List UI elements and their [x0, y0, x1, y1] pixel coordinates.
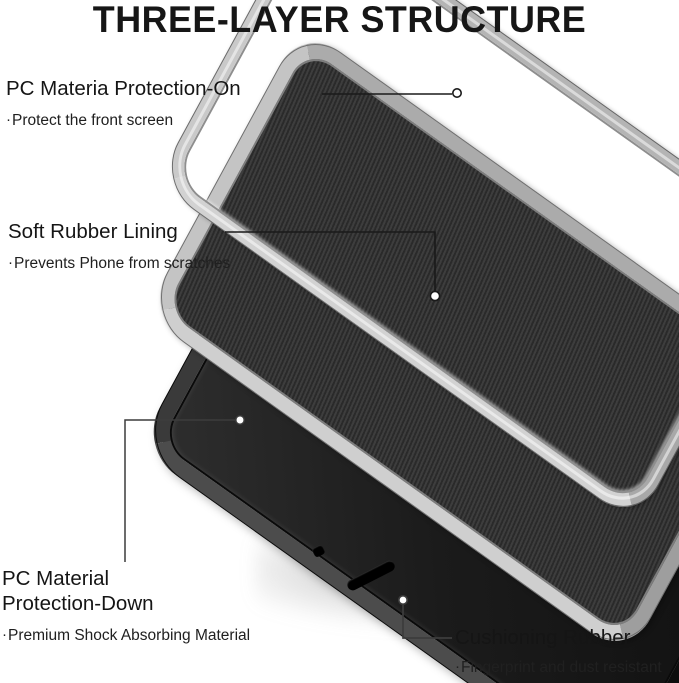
page-title: THREE-LAYER STRUCTURE — [92, 0, 587, 40]
callout-pc-material-protection-on: PC Materia Protection-On ·Protect the fr… — [6, 76, 241, 131]
bullet-icon: · — [6, 111, 11, 128]
callout-subtitle-pc-down: ·Premium Shock Absorbing Material — [2, 625, 250, 646]
callout-pc-material-protection-down: PC Material Protection-Down ·Premium Sho… — [2, 566, 250, 646]
callout-title-cushioning: Cushioning Rubber — [455, 626, 631, 649]
bullet-icon: · — [455, 658, 460, 675]
layer-pc-material-protection-on — [155, 0, 679, 526]
callout-title-pc-down-line1: PC Material — [2, 567, 110, 590]
callout-subtitle-soft-rubber-text: Prevents Phone from scratches — [14, 255, 231, 272]
callout-subtitle-soft-rubber: ·Prevents Phone from scratches — [8, 253, 230, 274]
callout-subtitle-cushioning-text: Fingerprint and dust resistant — [461, 659, 662, 676]
callout-soft-rubber-lining: Soft Rubber Lining ·Prevents Phone from … — [8, 219, 230, 274]
callout-cushioning-rubber: Cushioning Rubber ·Fingerprint and dust … — [455, 625, 662, 678]
callout-title-pc-down-line2: Protection-Down — [2, 592, 154, 615]
callout-title-soft-rubber: Soft Rubber Lining — [8, 220, 178, 243]
callout-subtitle-pc-on-text: Protect the front screen — [12, 112, 174, 129]
callout-subtitle-pc-on: ·Protect the front screen — [6, 110, 241, 131]
bullet-icon: · — [8, 254, 13, 271]
callout-subtitle-cushioning: ·Fingerprint and dust resistant — [455, 657, 662, 678]
callout-subtitle-pc-down-text: Premium Shock Absorbing Material — [8, 627, 251, 644]
callout-title-pc-on: PC Materia Protection-On — [6, 77, 241, 100]
bullet-icon: · — [2, 626, 7, 643]
